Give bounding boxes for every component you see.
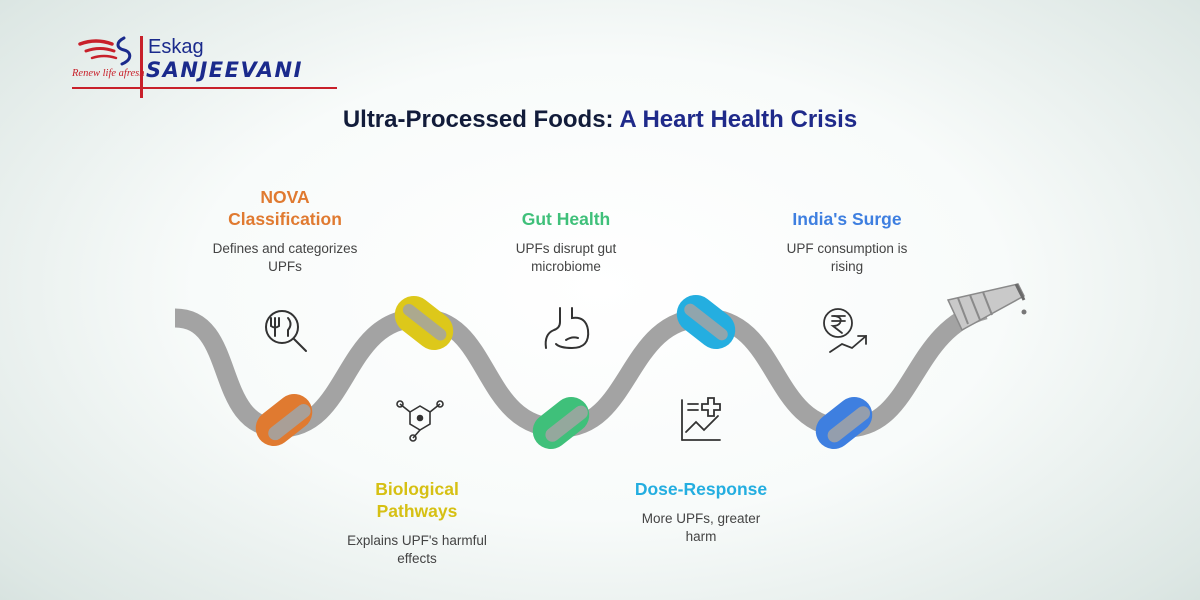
- logo-tagline: Renew life afresh: [72, 68, 145, 79]
- molecule-icon: [396, 400, 444, 442]
- logo-main-word: SANJEEVANI: [146, 58, 303, 82]
- step-biological-desc: Explains UPF's harmful effects: [317, 532, 517, 568]
- stomach-icon: [544, 307, 590, 350]
- page-title: Ultra-Processed Foods: A Heart Health Cr…: [0, 106, 1200, 134]
- step-biological-desc-line2: effects: [397, 551, 437, 566]
- step-india: India's Surge UPF consumption is rising: [747, 208, 947, 276]
- brand-logo: Eskag SANJEEVANI Renew life afresh: [72, 34, 342, 98]
- step-biological-desc-line1: Explains UPF's harmful: [347, 533, 487, 548]
- step-nova-desc-line2: UPFs: [268, 259, 302, 274]
- step-india-title: India's Surge: [792, 209, 902, 229]
- step-india-desc-line1: UPF consumption is: [786, 241, 908, 256]
- step-gut: Gut Health UPFs disrupt gut microbiome: [466, 208, 666, 276]
- hose-nozzle-icon: [946, 283, 1027, 332]
- step-nova-desc-line1: Defines and categorizes: [212, 241, 358, 256]
- step-dose-title: Dose-Response: [634, 479, 768, 499]
- step-biological-title-line2: Pathways: [376, 501, 458, 521]
- step-india-desc: UPF consumption is rising: [747, 240, 947, 276]
- step-nova-title: NOVA Classification: [185, 186, 385, 230]
- logo-swoosh-icon: [78, 36, 132, 66]
- step-gut-desc: UPFs disrupt gut microbiome: [466, 240, 666, 276]
- step-dose-desc-line2: harm: [685, 529, 717, 544]
- step-biological: Biological Pathways Explains UPF's harmf…: [317, 478, 517, 568]
- knot-nova: [255, 393, 313, 447]
- step-gut-desc-line2: microbiome: [531, 259, 601, 274]
- logo-top-word: Eskag: [148, 36, 204, 58]
- knot-india: [815, 396, 873, 450]
- rupee-trend-icon: [823, 308, 867, 353]
- step-nova-desc: Defines and categorizes UPFs: [185, 240, 385, 276]
- knot-dose: [676, 294, 736, 350]
- step-dose-desc-line1: More UPFs, greater: [641, 511, 761, 526]
- step-biological-title-line1: Biological: [375, 479, 459, 499]
- step-biological-title: Biological Pathways: [317, 478, 517, 522]
- knot-biological: [394, 295, 454, 351]
- food-search-icon: [265, 310, 307, 352]
- page-title-part2: A Heart Health Crisis: [619, 106, 858, 133]
- logo-divider-vertical: [140, 36, 143, 98]
- step-gut-title: Gut Health: [521, 209, 611, 229]
- logo-divider-horizontal: [72, 87, 337, 89]
- chart-plus-icon: [681, 397, 721, 441]
- step-nova: NOVA Classification Defines and categori…: [185, 186, 385, 276]
- step-india-desc-line2: rising: [830, 259, 864, 274]
- step-dose: Dose-Response More UPFs, greater harm: [601, 478, 801, 546]
- step-nova-title-line2: Classification: [228, 209, 342, 229]
- step-gut-desc-line1: UPFs disrupt gut: [515, 241, 617, 256]
- page-title-part1: Ultra-Processed Foods:: [342, 106, 620, 133]
- step-nova-title-line1: NOVA: [260, 187, 310, 207]
- step-dose-desc: More UPFs, greater harm: [601, 510, 801, 546]
- knot-gut: [532, 396, 590, 450]
